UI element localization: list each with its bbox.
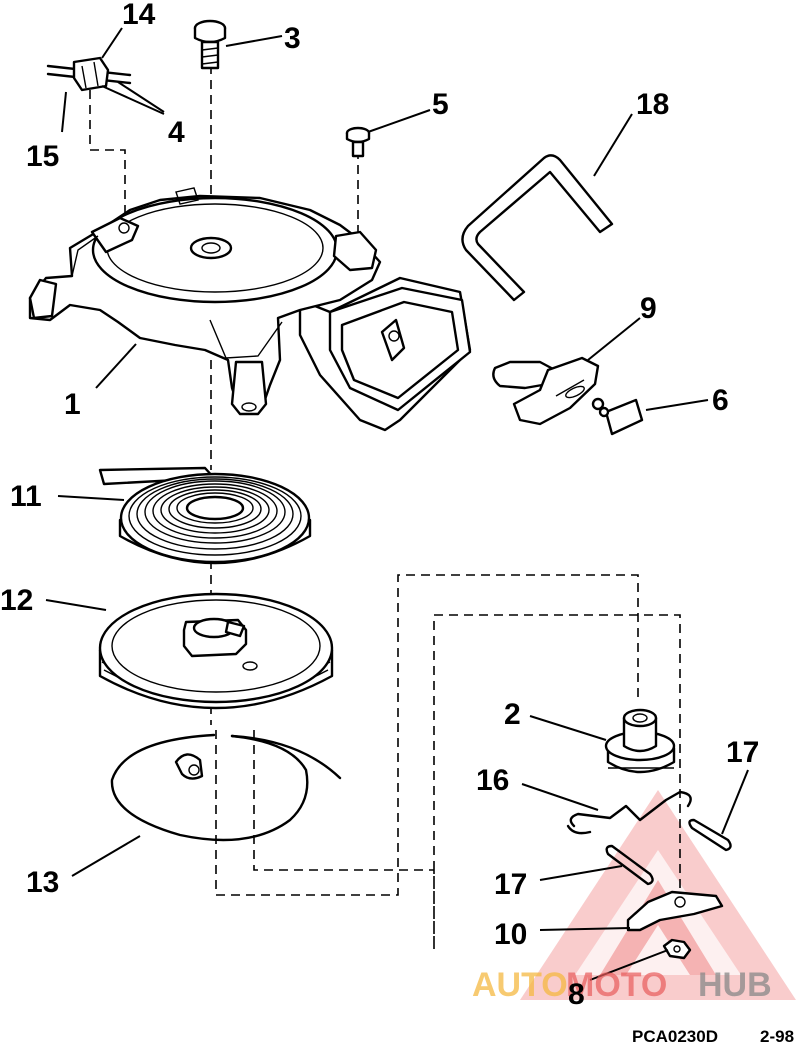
- label-9: 9: [640, 292, 657, 325]
- label-12: 12: [0, 584, 33, 617]
- label-3: 3: [284, 22, 301, 55]
- label-17-right: 17: [726, 736, 759, 769]
- label-6: 6: [712, 384, 729, 417]
- label-1: 1: [64, 388, 81, 421]
- label-10: 10: [494, 918, 527, 951]
- label-5: 5: [432, 88, 449, 121]
- part-11-spring: [98, 466, 312, 565]
- part-14-connector: [46, 56, 132, 92]
- page-number: 2-98: [760, 1027, 794, 1046]
- part-18-wire-handle: [461, 154, 614, 302]
- label-15: 15: [26, 140, 59, 173]
- part-2-hub: [604, 708, 676, 774]
- label-11: 11: [10, 480, 42, 513]
- part-1-housing: [28, 187, 472, 432]
- label-14: 14: [122, 0, 156, 31]
- part-12-pulley: [98, 592, 334, 710]
- figure-code: PCA0230D: [632, 1027, 718, 1046]
- watermark-moto: MOTO: [566, 966, 667, 1004]
- watermark-hub: HUB: [698, 966, 772, 1004]
- part-13-rope: [110, 733, 342, 842]
- part-3-screw: [193, 19, 227, 70]
- watermark-text: AUTO MOTO HUB: [472, 966, 772, 1004]
- label-8: 8: [568, 978, 585, 1011]
- label-16: 16: [476, 764, 509, 797]
- part-16-pawl-spring: [566, 790, 692, 835]
- part-6-plate: [591, 397, 644, 436]
- part-5-screw: [345, 126, 371, 158]
- label-2: 2: [504, 698, 521, 731]
- label-18: 18: [636, 88, 669, 121]
- assembly-dashed-lines: [89, 50, 681, 950]
- part-10-pawl: [626, 890, 724, 932]
- leader-lines: [45, 27, 749, 981]
- part-17-clip-right: [688, 818, 732, 852]
- label-4: 4: [168, 116, 185, 149]
- part-17-clip-left: [605, 844, 654, 886]
- part-9-handle: [492, 356, 600, 426]
- watermark-auto: AUTO: [472, 966, 568, 1004]
- label-13: 13: [26, 866, 59, 899]
- label-17-left: 17: [494, 868, 527, 901]
- part-8-nut: [662, 938, 692, 960]
- part-labels: 14 3 4 15 5 18 9 6 1 11 12 2 17 16 13 17…: [0, 0, 759, 1011]
